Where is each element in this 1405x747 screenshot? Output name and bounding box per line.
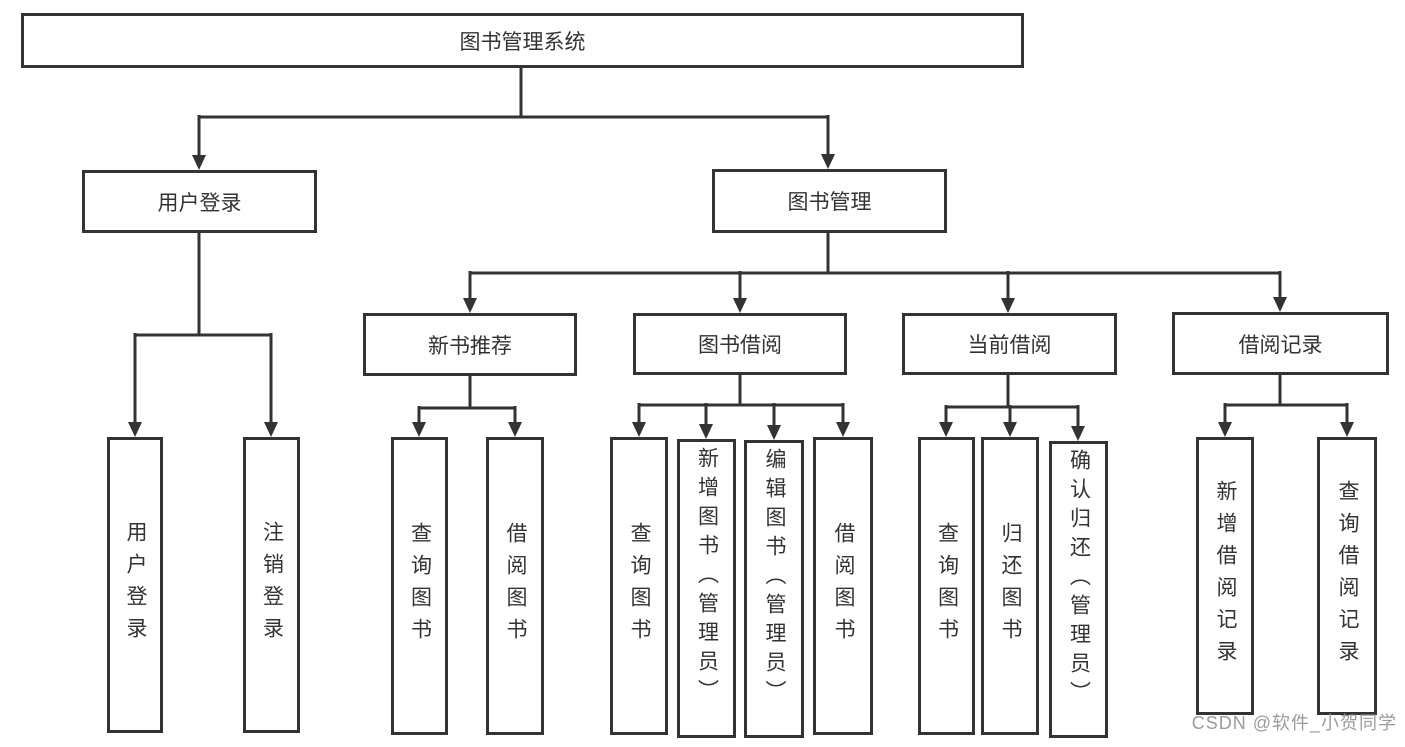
node-label: 借阅图书 — [832, 522, 855, 650]
node-label: 用户登录 — [157, 191, 242, 215]
node-label: 查询图书 — [935, 522, 959, 650]
node-user-login: 用户登录 — [82, 170, 317, 233]
node-label: 注销登录 — [260, 521, 284, 649]
node-label: 新增借阅记录 — [1214, 480, 1237, 672]
node-label: 用户登录 — [124, 521, 147, 649]
leaf-add-borrowing-record: 新增借阅记录 — [1196, 437, 1254, 715]
node-borrowing-records: 借阅记录 — [1172, 312, 1389, 375]
node-label: 借阅记录 — [1238, 333, 1323, 357]
node-label: 编辑图书（管理员） — [763, 448, 786, 709]
node-book-borrowing: 图书借阅 — [633, 313, 847, 375]
node-label: 查询图书 — [628, 522, 651, 650]
leaf-borrow-books: 借阅图书 — [813, 437, 873, 735]
node-label: 查询借阅记录 — [1336, 480, 1359, 672]
node-label: 查询图书 — [408, 522, 432, 650]
node-label: 新书推荐 — [428, 334, 512, 358]
node-label: 图书管理系统 — [459, 30, 586, 54]
leaf-query-books: 查询图书 — [391, 437, 448, 735]
leaf-query-books: 查询图书 — [918, 437, 975, 735]
node-label: 图书借阅 — [698, 334, 782, 357]
watermark: CSDN @软件_小贺同学 — [1191, 713, 1397, 733]
leaf-query-books: 查询图书 — [610, 437, 668, 735]
node-book-management: 图书管理 — [712, 169, 947, 233]
leaf-add-books-admin: 新增图书（管理员） — [677, 439, 736, 738]
node-label: 借阅图书 — [504, 522, 527, 650]
node-label: 确认归还（管理员） — [1067, 449, 1091, 710]
leaf-logout: 注销登录 — [243, 437, 300, 733]
node-label: 新增图书（管理员） — [695, 447, 719, 708]
arrowheads — [128, 154, 1354, 441]
node-label: 图书管理 — [787, 191, 872, 214]
leaf-edit-books-admin: 编辑图书（管理员） — [744, 440, 804, 738]
node-label: 归还图书 — [999, 522, 1022, 650]
leaf-confirm-return-admin: 确认归还（管理员） — [1049, 441, 1108, 738]
leaf-borrow-books: 借阅图书 — [486, 437, 544, 735]
node-new-book-recommendation: 新书推荐 — [363, 313, 577, 376]
leaf-user-login: 用户登录 — [107, 437, 163, 733]
node-library-management-system: 图书管理系统 — [21, 13, 1024, 68]
node-current-borrowing: 当前借阅 — [902, 313, 1117, 375]
node-label: 当前借阅 — [967, 334, 1052, 357]
leaf-return-books: 归还图书 — [981, 437, 1039, 735]
leaf-query-borrowing-record: 查询借阅记录 — [1317, 437, 1377, 715]
